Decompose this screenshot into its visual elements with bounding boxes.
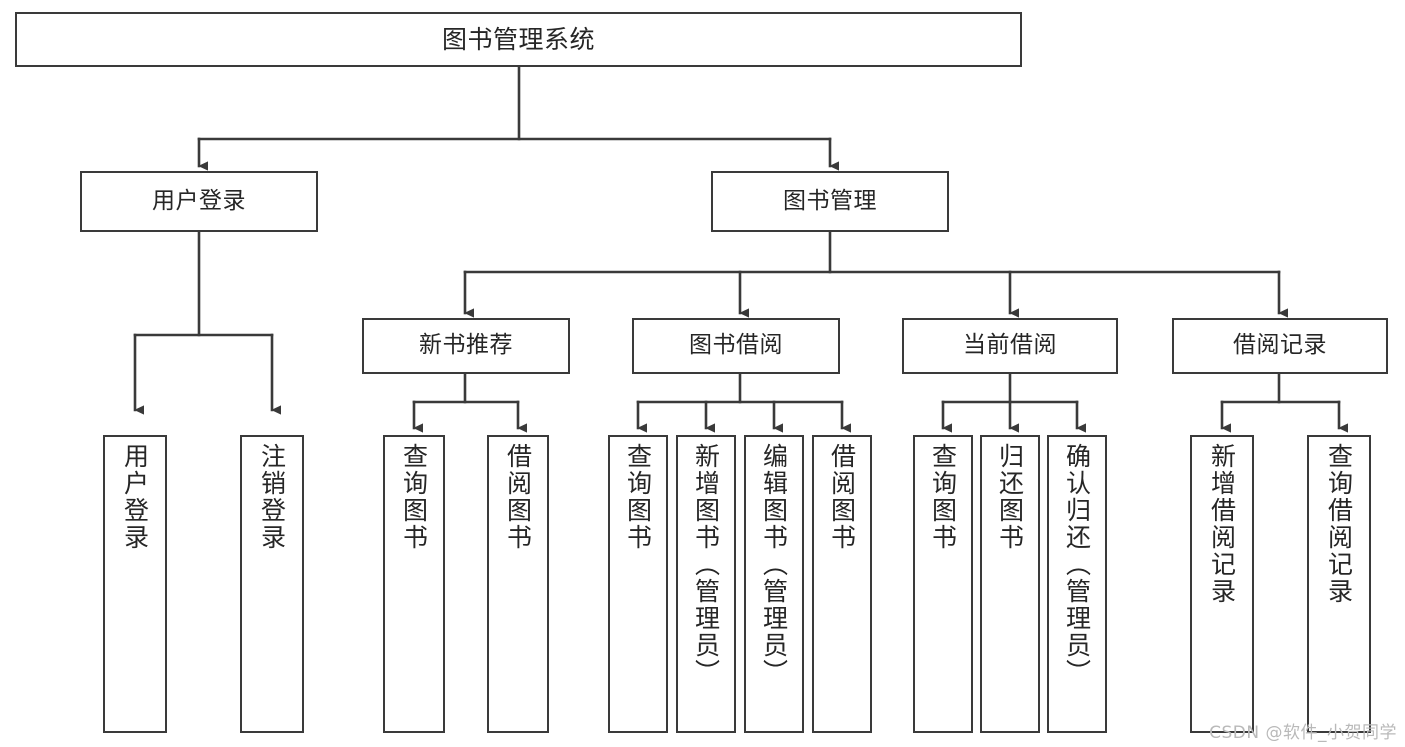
node-book-borrow[interactable]: 图书借阅 — [632, 318, 840, 374]
node-label: 查询图书 — [928, 443, 958, 551]
node-label: 查询借阅记录 — [1324, 443, 1354, 605]
node-root-system[interactable]: 图书管理系统 — [15, 12, 1022, 67]
node-label: 新书推荐 — [419, 332, 513, 359]
node-label: 图书管理 — [783, 187, 877, 214]
node-label: 图书借阅 — [689, 332, 783, 359]
node-leaf-add-book-admin[interactable]: 新增图书（管理员） — [676, 435, 736, 733]
node-label: 借阅图书 — [827, 443, 857, 551]
node-label: 用户登录 — [120, 443, 150, 551]
node-current-borrow[interactable]: 当前借阅 — [902, 318, 1118, 374]
node-user-login[interactable]: 用户登录 — [80, 171, 318, 232]
node-new-book-recommend[interactable]: 新书推荐 — [362, 318, 570, 374]
node-leaf-borrow-books-recommend[interactable]: 借阅图书 — [487, 435, 549, 733]
node-label: 当前借阅 — [963, 332, 1057, 359]
node-label: 查询图书 — [399, 443, 429, 551]
node-borrow-records[interactable]: 借阅记录 — [1172, 318, 1388, 374]
node-leaf-borrow-books[interactable]: 借阅图书 — [812, 435, 872, 733]
node-label: 图书管理系统 — [441, 24, 595, 54]
node-leaf-edit-book-admin[interactable]: 编辑图书（管理员） — [744, 435, 804, 733]
node-label: 新增借阅记录 — [1207, 443, 1237, 605]
node-label: 查询图书 — [623, 443, 653, 551]
node-leaf-return-books[interactable]: 归还图书 — [980, 435, 1040, 733]
node-leaf-user-login[interactable]: 用户登录 — [103, 435, 167, 733]
node-label: 注销登录 — [257, 443, 287, 551]
node-book-management[interactable]: 图书管理 — [711, 171, 949, 232]
node-leaf-query-books-current[interactable]: 查询图书 — [913, 435, 973, 733]
node-label: 编辑图书（管理员） — [759, 443, 789, 686]
node-leaf-query-books-borrow[interactable]: 查询图书 — [608, 435, 668, 733]
node-label: 新增图书（管理员） — [691, 443, 721, 686]
node-label: 归还图书 — [995, 443, 1025, 551]
node-label: 借阅记录 — [1233, 332, 1327, 359]
node-label: 确认归还（管理员） — [1062, 443, 1092, 686]
node-leaf-add-borrow-record[interactable]: 新增借阅记录 — [1190, 435, 1254, 733]
node-leaf-confirm-return-admin[interactable]: 确认归还（管理员） — [1047, 435, 1107, 733]
node-label: 借阅图书 — [503, 443, 533, 551]
node-leaf-query-books-recommend[interactable]: 查询图书 — [383, 435, 445, 733]
node-label: 用户登录 — [152, 187, 246, 214]
node-leaf-query-borrow-record[interactable]: 查询借阅记录 — [1307, 435, 1371, 733]
watermark: CSDN @软件_小贺同学 — [1209, 723, 1397, 743]
node-leaf-logout[interactable]: 注销登录 — [240, 435, 304, 733]
